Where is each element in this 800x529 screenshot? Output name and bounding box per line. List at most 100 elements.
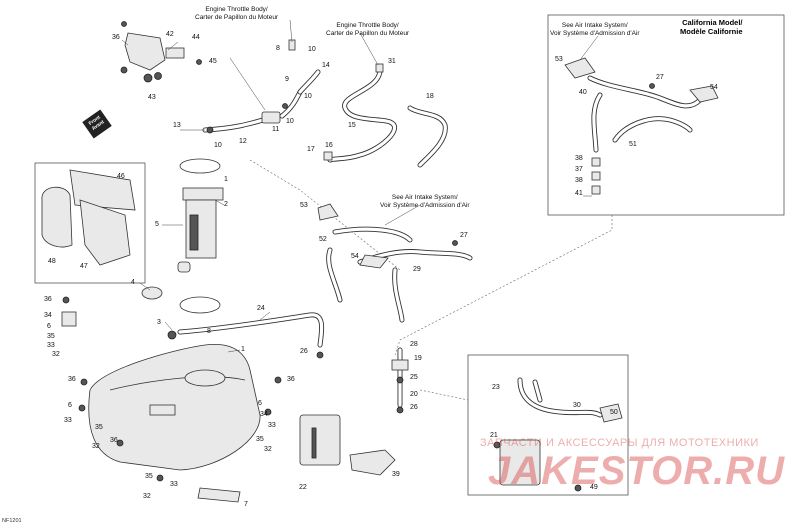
callout: 32 xyxy=(92,443,100,450)
callout: 34 xyxy=(260,411,268,418)
callout: 18 xyxy=(426,93,434,100)
charcoal-canister xyxy=(299,351,396,476)
callout: 43 xyxy=(148,94,156,101)
callout: 33 xyxy=(170,481,178,488)
callout: 36 xyxy=(68,376,76,383)
callout: 30 xyxy=(573,402,581,409)
callout: 10 xyxy=(308,46,316,53)
callout: 1 xyxy=(224,176,228,183)
callout: 1 xyxy=(241,346,245,353)
note-line: Carter de Papillon du Moteur xyxy=(326,29,410,37)
callout: 33 xyxy=(64,417,72,424)
callout: 21 xyxy=(490,432,498,439)
note-line: Carter de Papillon du Moteur xyxy=(195,13,279,21)
watermark-logo: JAKESTOR.RU xyxy=(488,449,785,493)
callout: 7 xyxy=(244,501,248,508)
callout: 35 xyxy=(145,473,153,480)
callout: 24 xyxy=(257,305,265,312)
california-link-line xyxy=(394,215,613,356)
callout: 26 xyxy=(410,404,418,411)
callout: 42 xyxy=(166,31,174,38)
callout: 27 xyxy=(656,74,664,81)
callout: 6 xyxy=(68,402,72,409)
note-line: Engine Throttle Body/ xyxy=(336,22,399,29)
callout: 23 xyxy=(492,384,500,391)
california-hoses xyxy=(564,57,719,195)
canister-box-parts xyxy=(493,377,623,492)
callout: 34 xyxy=(44,312,52,319)
callout: 10 xyxy=(304,93,312,100)
callout: 6 xyxy=(258,400,262,407)
callout: 46 xyxy=(117,173,125,180)
callout: 22 xyxy=(299,484,307,491)
callout: 14 xyxy=(322,62,330,69)
watermark-text: ЗАПЧАСТИ И АКСЕССУАРЫ ДЛЯ МОТОТЕХНИКИ xyxy=(480,437,759,449)
callout: 10 xyxy=(214,142,222,149)
air-intake-note-main: See Air Intake System/ Voir Système d'Ad… xyxy=(380,194,470,209)
callout: 9 xyxy=(285,76,289,83)
canister-link-line xyxy=(419,389,469,401)
callout: 36 xyxy=(112,34,120,41)
callout: 35 xyxy=(256,436,264,443)
callout: 32 xyxy=(264,446,272,453)
callout: 2 xyxy=(224,201,228,208)
callout: 28 xyxy=(410,341,418,348)
note-line: See Air Intake System/ xyxy=(561,22,628,29)
throttle-body-note-2: Engine Throttle Body/ Carter de Papillon… xyxy=(326,22,409,37)
fuel-line-top xyxy=(202,39,321,134)
callout: 35 xyxy=(47,333,55,340)
leader-lines xyxy=(121,19,599,353)
heat-shield xyxy=(34,162,146,284)
callout: 19 xyxy=(414,355,422,362)
vent-valve xyxy=(391,347,409,414)
callout: 51 xyxy=(629,141,637,148)
callout: 50 xyxy=(610,409,618,416)
callout: 41 xyxy=(575,190,583,197)
callout: 35 xyxy=(95,424,103,431)
bracket-assembly xyxy=(120,21,202,83)
callout: 33 xyxy=(268,422,276,429)
canister-detail-frame xyxy=(467,354,629,496)
callout: 40 xyxy=(579,89,587,96)
hose-15-18 xyxy=(323,63,448,168)
diagram-id: NF1201 xyxy=(2,518,22,524)
callout: 33 xyxy=(47,342,55,349)
callout: 38 xyxy=(575,177,583,184)
callout: 4 xyxy=(131,279,135,286)
california-model-title: California Model/ Modèle Californie xyxy=(680,18,743,36)
fuel-tank xyxy=(88,330,261,471)
callout: 48 xyxy=(48,258,56,265)
callout: 16 xyxy=(325,142,333,149)
callout: 8 xyxy=(207,328,211,335)
callout: 5 xyxy=(155,221,159,228)
note-line: Voir Système d'Admission d'Air xyxy=(550,29,640,37)
note-line: Voir Système d'Admission d'Air xyxy=(380,201,470,209)
california-model-frame xyxy=(547,14,785,216)
callout: 31 xyxy=(388,58,396,65)
callout: 37 xyxy=(575,166,583,173)
callout: 49 xyxy=(590,484,598,491)
callout: 6 xyxy=(47,323,51,330)
fuel-pump xyxy=(177,158,224,314)
note-line: See Air Intake System/ xyxy=(391,194,458,201)
callout: 27 xyxy=(460,232,468,239)
callout: 52 xyxy=(319,236,327,243)
fuel-cap xyxy=(141,286,163,300)
callout: 54 xyxy=(351,253,359,260)
callout: 12 xyxy=(239,138,247,145)
callout: 36 xyxy=(110,437,118,444)
title-line: Modèle Californie xyxy=(680,27,743,36)
callout: 54 xyxy=(710,84,718,91)
callout: 53 xyxy=(300,202,308,209)
callout: 17 xyxy=(307,146,315,153)
callout: 53 xyxy=(555,56,563,63)
callout: 25 xyxy=(410,374,418,381)
title-line: California Model/ xyxy=(682,18,743,27)
air-intake-hoses xyxy=(317,203,473,323)
callout: 38 xyxy=(575,155,583,162)
throttle-body-note-1: Engine Throttle Body/ Carter de Papillon… xyxy=(195,6,278,21)
callout: 47 xyxy=(80,263,88,270)
callout: 44 xyxy=(192,34,200,41)
callout: 10 xyxy=(286,118,294,125)
